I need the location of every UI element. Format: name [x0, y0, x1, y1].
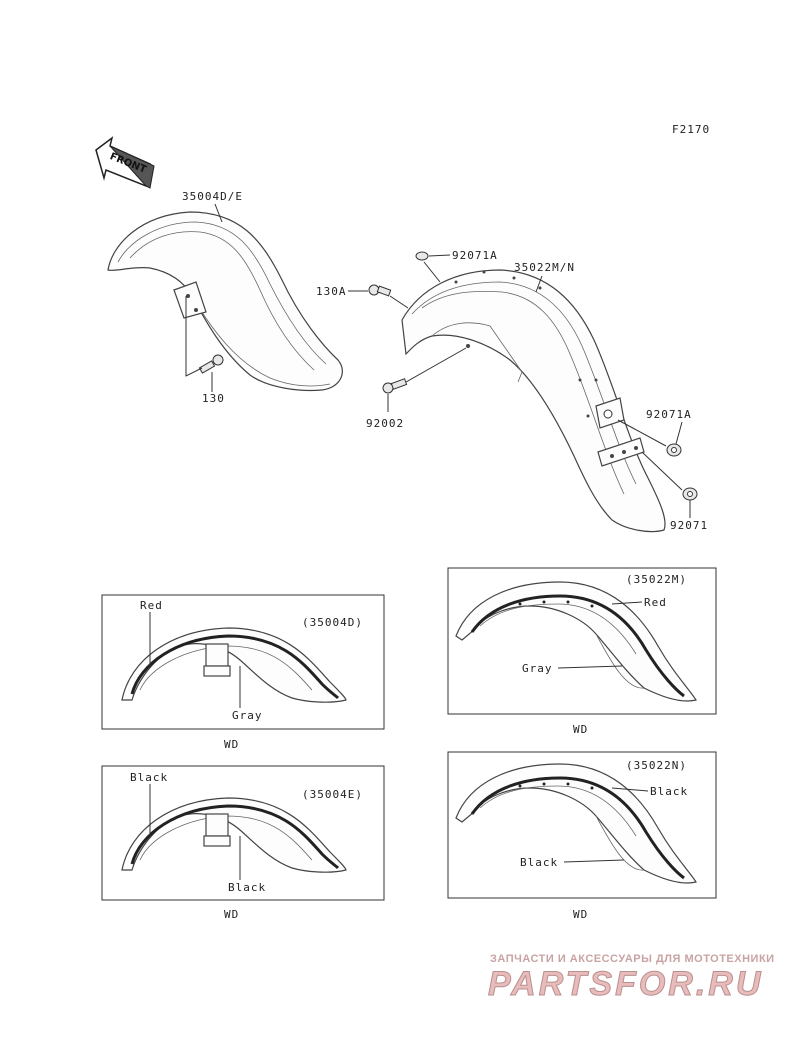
variant-code: (35022N) [626, 759, 687, 772]
bolt-icon [368, 284, 392, 297]
watermark-tagline: ЗАПЧАСТИ И АКСЕССУАРЫ ДЛЯ МОТОТЕХНИКИ [490, 953, 775, 965]
bolt-rear-top-label: 130A [316, 285, 347, 298]
variant-code: (35004D) [302, 616, 363, 629]
nut-icon [415, 251, 429, 261]
variant-box: (35004D) Red Gray [101, 594, 385, 730]
bolt-icon [382, 378, 408, 394]
front-fender [107, 211, 343, 392]
nut-side-label: 92071A [646, 408, 692, 421]
nut-bottom-label: 92071 [670, 519, 708, 532]
rear-fender-label: 35022M/N [514, 261, 575, 274]
body-label: Black [228, 881, 266, 894]
stripe-label: Black [130, 771, 168, 784]
bolt-front-label: 130 [202, 392, 225, 405]
stripe-label: Red [644, 596, 667, 609]
variant-note: WD [573, 723, 588, 736]
rear-fender [401, 269, 666, 533]
stripe-label: Black [650, 785, 688, 798]
nut-icon [682, 487, 698, 501]
watermark: ЗАПЧАСТИ И АКСЕССУАРЫ ДЛЯ МОТОТЕХНИКИ PA… [488, 953, 775, 1004]
bolt-icon [198, 354, 224, 374]
body-label: Black [520, 856, 558, 869]
variant-box: (35004E) Black Black [101, 765, 385, 901]
stripe-label: Red [140, 599, 163, 612]
variant-code: (35022M) [626, 573, 687, 586]
figure-code: F2170 [672, 123, 710, 136]
nut-icon [666, 443, 682, 457]
front-fender-label: 35004D/E [182, 190, 243, 203]
variant-note: WD [224, 738, 239, 751]
watermark-brand: PARTSFOR.RU [488, 965, 763, 1003]
front-arrow-icon: FRONT [95, 136, 155, 189]
body-label: Gray [522, 662, 553, 675]
bolt-rear-side-label: 92002 [366, 417, 404, 430]
variant-box: (35022M) Red Gray [447, 567, 717, 715]
variant-note: WD [224, 908, 239, 921]
body-label: Gray [232, 709, 263, 722]
variant-box: (35022N) Black Black [447, 751, 717, 899]
nut-top-label: 92071A [452, 249, 498, 262]
variant-note: WD [573, 908, 588, 921]
variant-code: (35004E) [302, 788, 363, 801]
